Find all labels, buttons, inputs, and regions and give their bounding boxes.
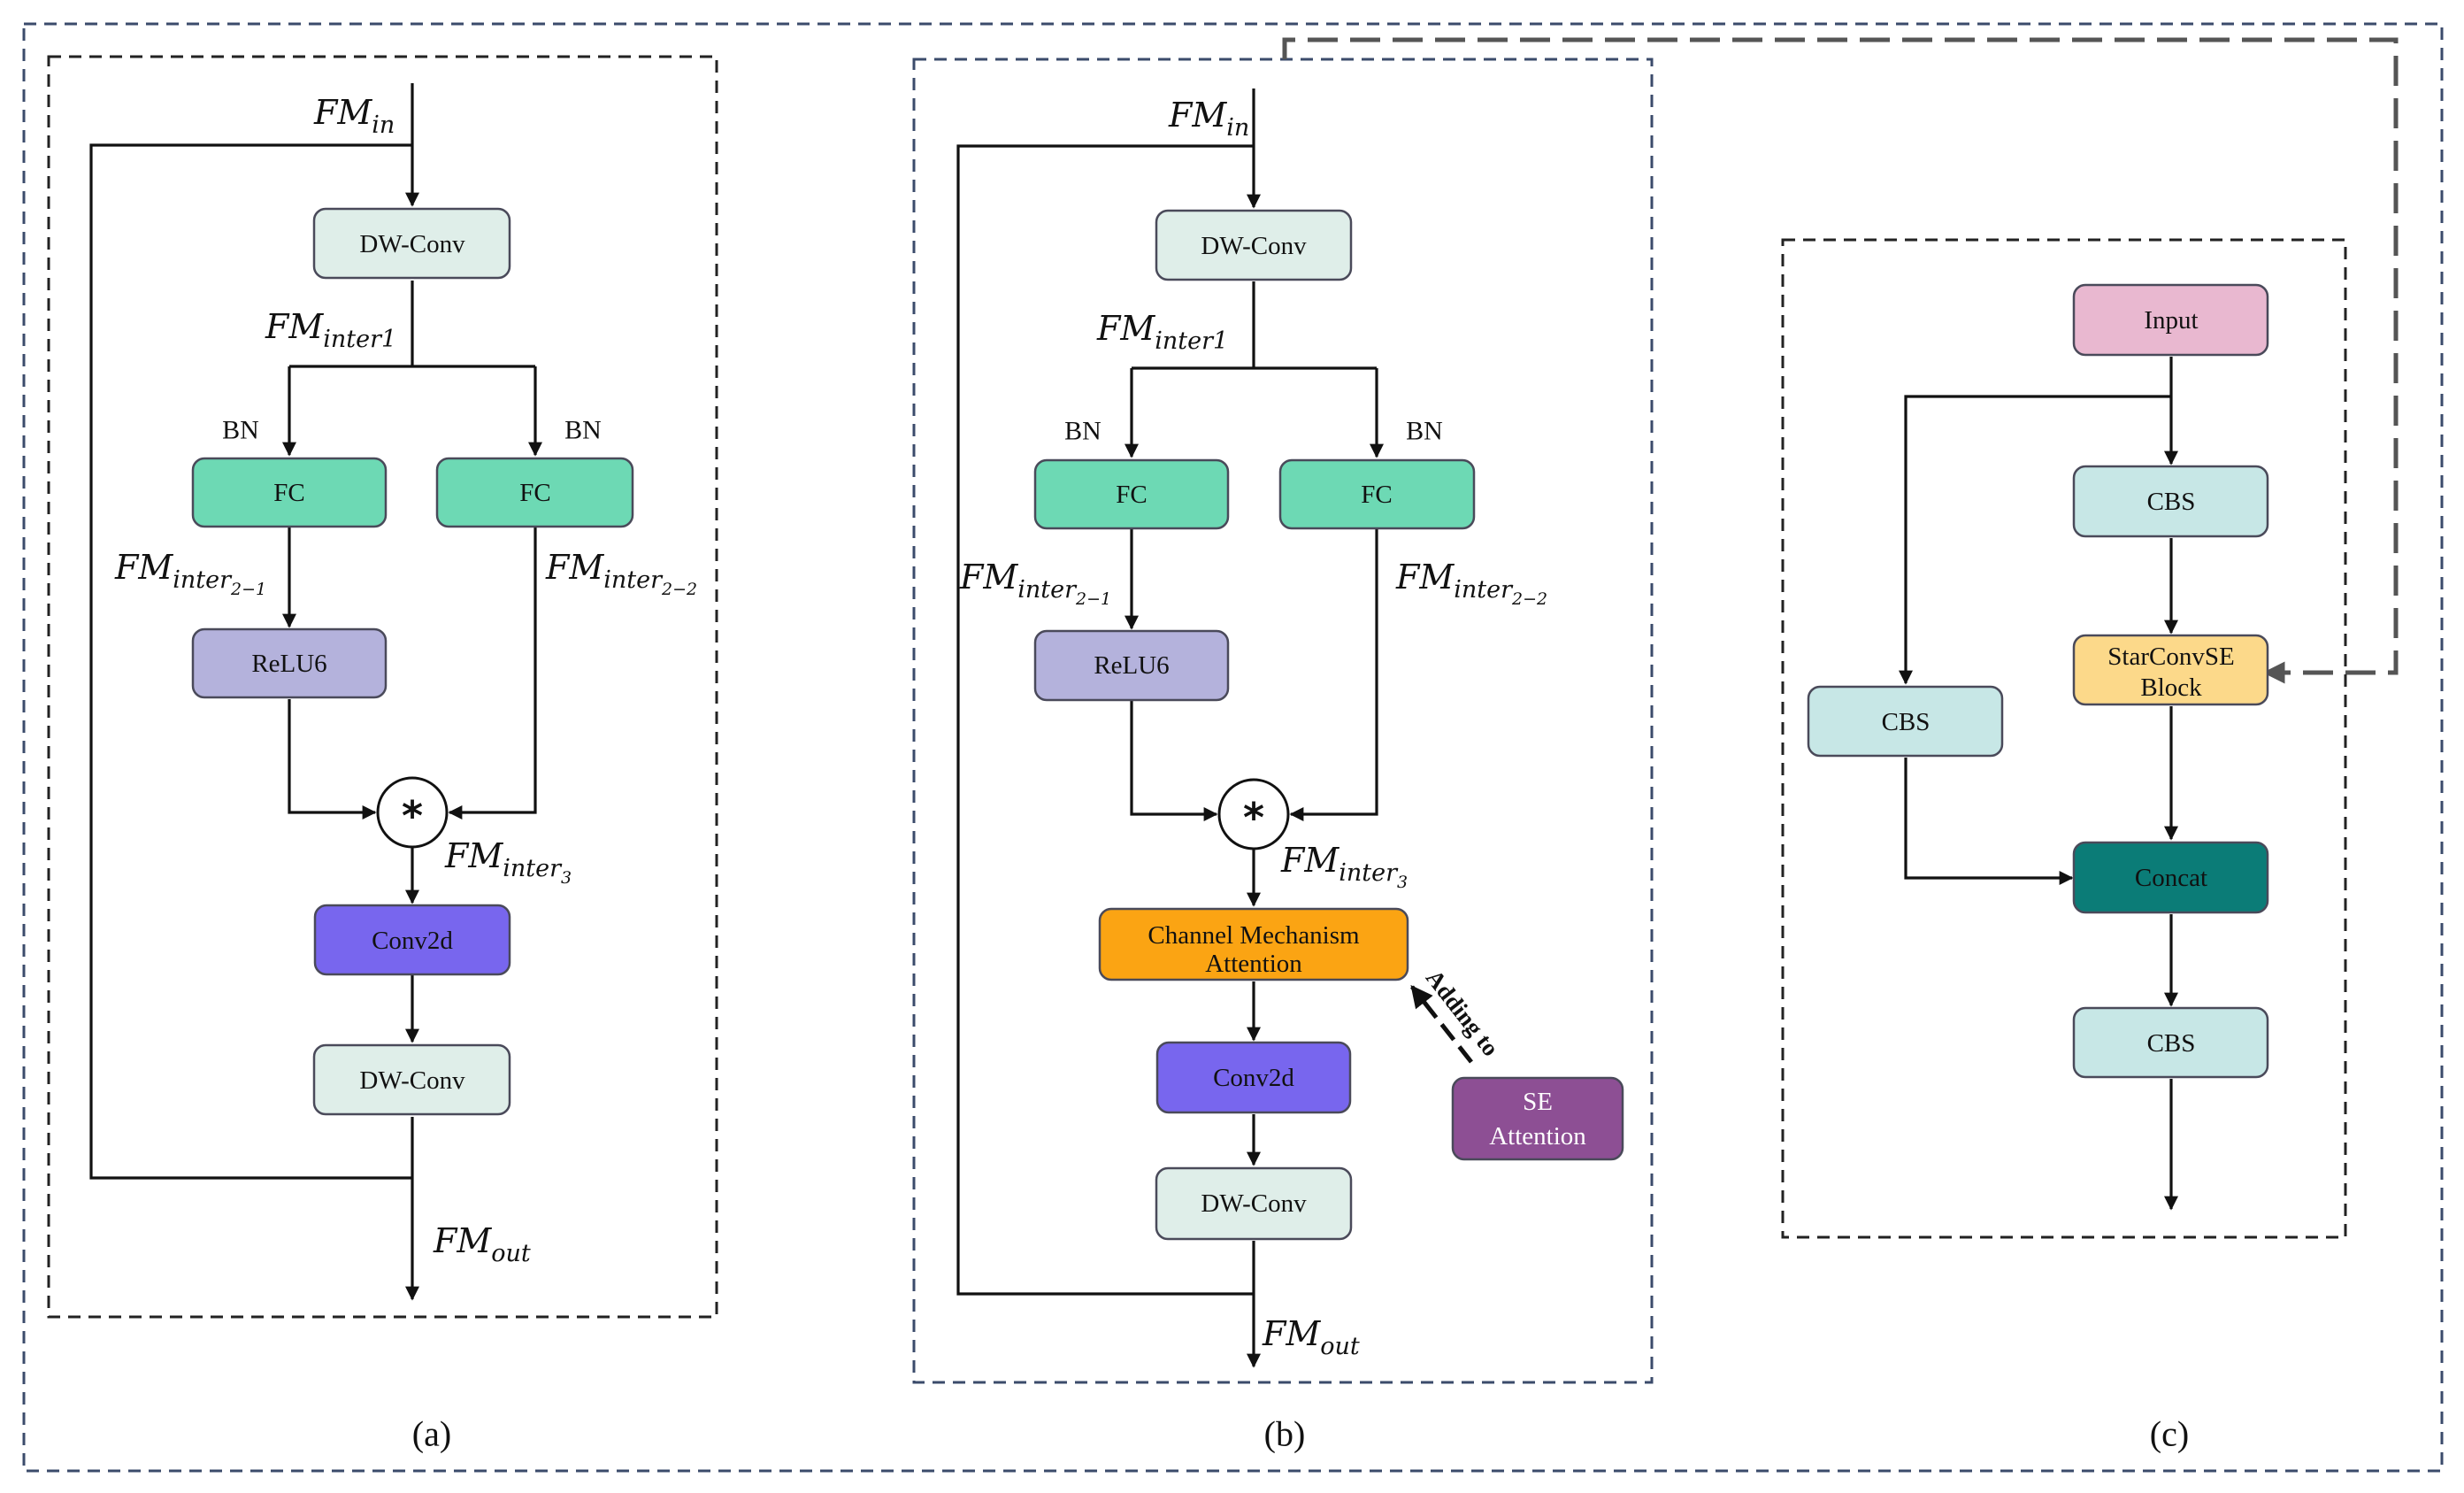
fm-inter2-2-label: FMinter2−2 [545,548,697,599]
fm-inter1-label: FMinter1 [265,307,396,353]
dwconv-top-text-b: DW-Conv [1201,232,1307,260]
starconvse-text-2: Block [2140,673,2202,702]
input-box [2072,283,2269,357]
bn-right-label-b: BN [1406,417,1443,446]
cbs-top-box [2072,465,2269,538]
fm-inter2-2-label-b: FMinter2−2 [1395,558,1547,609]
relu6-box [191,627,388,699]
fm-in-label-b: FMin [1168,96,1249,142]
panel-b: FMin FMinter1 BN BN FMinter2−1 FMinter2−… [912,58,1654,1454]
fm-out-label-b: FMout [1262,1314,1360,1360]
dwconv-bottom-box [312,1043,511,1116]
fm-inter2-1-label: FMinter2−1 [114,548,266,599]
se-attention-box [1451,1076,1624,1161]
cbs-left-text: CBS [1882,708,1931,736]
conv2d-text-b: Conv2d [1213,1064,1294,1092]
concat-box [2072,841,2269,914]
starconvse-box [2072,634,2269,706]
panel-a-frame [47,55,718,1319]
fc-right-text: FC [519,479,550,507]
fm-inter3-label: FMinter3 [444,836,572,888]
channel-attention-box [1098,907,1409,981]
fc-left-box [191,457,388,528]
conv2d-box-b [1155,1041,1352,1114]
cbs-top-text: CBS [2147,488,2196,516]
bn-left-label-b: BN [1064,417,1102,446]
dwconv-bottom-text-b: DW-Conv [1201,1189,1307,1218]
fm-inter2-1-label-b: FMinter2−1 [959,558,1111,609]
cbs-bottom-box [2072,1006,2269,1079]
panel-a: FMin FMinter1 BN BN FMinter2−1 FMinter2−… [47,55,718,1454]
caption-a: (a) [412,1414,451,1454]
fm-inter1-label-b: FMinter1 [1096,309,1228,355]
conv2d-text: Conv2d [372,927,453,955]
multiply-node-b [1217,778,1290,850]
fm-out-label: FMout [433,1221,531,1267]
channel-attention-text: Channel Mechanism [1148,921,1360,950]
channel-attention-text-2: Attention [1205,950,1302,978]
multiply-star-b: * [1243,794,1264,842]
fc-left-text: FC [273,479,304,507]
conv2d-box [313,904,511,976]
fc-right-text-b: FC [1361,481,1392,509]
caption-c: (c) [2150,1414,2189,1454]
fc-left-box-b [1033,458,1230,530]
multiply-node [376,776,449,849]
concat-text: Concat [2135,864,2207,892]
se-attention-text: SE [1523,1088,1553,1116]
relu6-box-b [1033,629,1230,702]
starconvse-link-arrow [1282,37,2399,684]
fc-left-text-b: FC [1116,481,1147,509]
outer-frame [22,22,2444,1473]
adding-to-arrow [1410,985,1473,1064]
bn-left-label: BN [222,416,259,445]
relu6-text-b: ReLU6 [1094,651,1169,680]
fm-in-label: FMin [313,93,395,139]
panel-c: Input CBS StarConvSE Block CBS Concat CB… [1282,37,2399,1454]
cbs-left-box [1807,685,2004,758]
relu6-text: ReLU6 [251,650,326,678]
multiply-star: * [402,792,423,840]
bn-right-label: BN [564,416,602,445]
cbs-bottom-text: CBS [2147,1029,2196,1058]
caption-b: (b) [1264,1414,1306,1454]
starconvse-text: StarConvSE [2107,643,2234,671]
dwconv-bottom-text: DW-Conv [359,1066,465,1095]
dwconv-top-text: DW-Conv [359,230,465,258]
se-attention-text-2: Attention [1489,1122,1586,1151]
fm-inter3-label-b: FMinter3 [1280,841,1408,892]
panel-c-frame [1781,238,2347,1239]
fc-right-box-b [1278,458,1476,530]
dwconv-bottom-box-b [1155,1166,1353,1241]
dwconv-top-box [312,207,511,280]
dwconv-top-box-b [1155,209,1353,281]
input-text: Input [2144,306,2198,335]
fc-right-box [435,457,634,528]
